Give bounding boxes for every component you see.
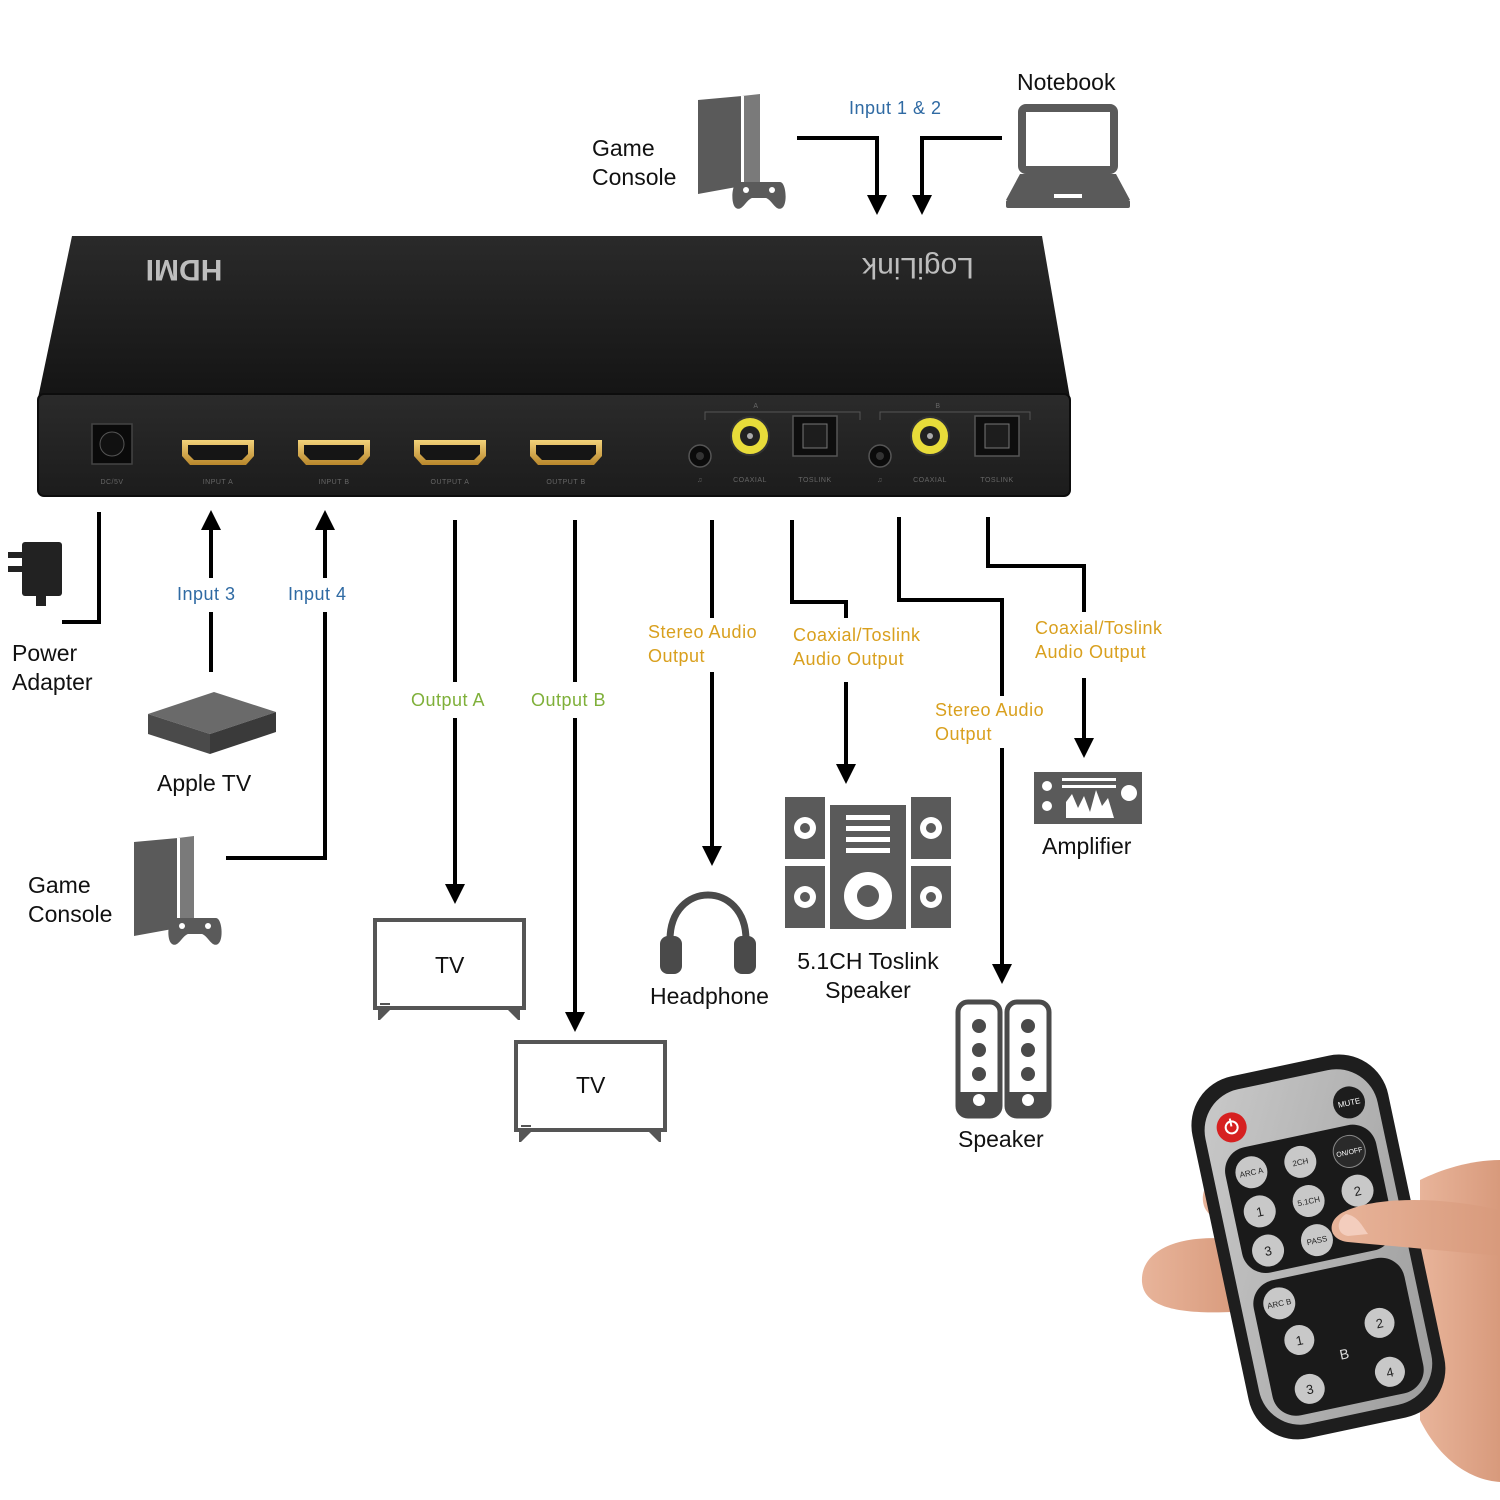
hdmi-input-b-port: INPUT B bbox=[298, 440, 370, 486]
input-a1-button[interactable] bbox=[1241, 1192, 1279, 1230]
output-a-tag: Output A bbox=[411, 690, 486, 710]
apple-tv-label: Apple TV bbox=[157, 770, 252, 796]
line-stereo-2-upper bbox=[897, 517, 1004, 696]
svg-text:♫: ♫ bbox=[697, 477, 703, 484]
device-brand-logo: LogiLink bbox=[861, 251, 974, 284]
svg-text:OUTPUT B: OUTPUT B bbox=[546, 479, 585, 486]
input-b2-button[interactable] bbox=[1362, 1305, 1398, 1341]
mute-button[interactable] bbox=[1330, 1083, 1368, 1121]
hdmi-output-b-port: OUTPUT B bbox=[530, 440, 602, 486]
svg-text:COAXIAL: COAXIAL bbox=[913, 477, 947, 484]
headphone-icon bbox=[660, 891, 756, 974]
audio-group-a: A ♫ COAXIAL TOSLINK bbox=[688, 403, 861, 484]
arc-b-button[interactable] bbox=[1260, 1284, 1298, 1322]
svg-text:2: 2 bbox=[1375, 1315, 1385, 1331]
hdmi-input-a-port: INPUT A bbox=[182, 440, 254, 486]
hdmi-switch-device: HDMI LogiLink DC/5V INPUT A INPUT B OUTP… bbox=[37, 236, 1071, 497]
speaker-icon bbox=[955, 999, 1052, 1119]
tv-a-label: TV bbox=[435, 952, 465, 978]
notebook-label: Notebook bbox=[1017, 69, 1116, 95]
svg-text:OUTPUT A: OUTPUT A bbox=[431, 479, 470, 486]
remote-control-with-hand: MUTE ARC A 2CH ON/OFF 1 5.1CH 2 3 PASS A… bbox=[1141, 1054, 1500, 1482]
tv-b-label: TV bbox=[576, 1072, 606, 1098]
svg-text:B: B bbox=[935, 403, 940, 410]
svg-text:♫: ♫ bbox=[877, 477, 883, 484]
connector-lines bbox=[62, 136, 1094, 1032]
svg-text:1: 1 bbox=[1294, 1332, 1304, 1348]
input-a2-button[interactable] bbox=[1339, 1172, 1377, 1210]
tv-icon bbox=[514, 1040, 667, 1142]
output-b-tag: Output B bbox=[531, 690, 607, 710]
svg-text:2: 2 bbox=[1353, 1183, 1363, 1199]
line-coax-1-upper bbox=[790, 520, 848, 618]
game-console-icon bbox=[134, 836, 222, 945]
power-adapter-icon bbox=[8, 542, 62, 606]
svg-text:PASS: PASS bbox=[1306, 1234, 1328, 1247]
line-power bbox=[62, 512, 101, 624]
input-a3-button[interactable] bbox=[1249, 1232, 1287, 1270]
surround-speaker-icon bbox=[785, 797, 951, 929]
amplifier-icon bbox=[1034, 772, 1142, 824]
device-hdmi-logo: HDMI bbox=[146, 253, 223, 286]
svg-text:A: A bbox=[753, 403, 758, 410]
line-game-console-top bbox=[797, 136, 887, 215]
input-1-2-tag: Input 1 & 2 bbox=[849, 98, 942, 118]
input-b1-button[interactable] bbox=[1282, 1322, 1318, 1358]
apple-tv-icon bbox=[148, 692, 276, 754]
5-1ch-button[interactable] bbox=[1290, 1182, 1328, 1220]
speaker-label: Speaker bbox=[958, 1126, 1044, 1152]
svg-text:DC/5V: DC/5V bbox=[100, 479, 123, 486]
hdmi-output-a-port: OUTPUT A bbox=[414, 440, 486, 486]
svg-text:3: 3 bbox=[1305, 1381, 1315, 1397]
tv-icon bbox=[373, 918, 526, 1020]
svg-text:TOSLINK: TOSLINK bbox=[980, 477, 1013, 484]
on-off-button[interactable] bbox=[1330, 1132, 1368, 1170]
input-4-tag: Input 4 bbox=[288, 584, 347, 604]
svg-text:2CH: 2CH bbox=[1292, 1156, 1310, 1168]
svg-text:3: 3 bbox=[1263, 1243, 1273, 1259]
svg-text:INPUT A: INPUT A bbox=[203, 479, 234, 486]
headphone-label: Headphone bbox=[650, 983, 769, 1009]
input-b3-button[interactable] bbox=[1292, 1371, 1328, 1407]
amplifier-label: Amplifier bbox=[1042, 833, 1132, 859]
dc-power-port: DC/5V bbox=[91, 423, 133, 486]
svg-text:TOSLINK: TOSLINK bbox=[798, 477, 831, 484]
audio-group-b: B ♫ COAXIAL TOSLINK bbox=[868, 403, 1031, 484]
svg-text:COAXIAL: COAXIAL bbox=[733, 477, 767, 484]
svg-text:1: 1 bbox=[1255, 1204, 1265, 1220]
2ch-button[interactable] bbox=[1281, 1143, 1319, 1181]
line-input-4-lower bbox=[226, 612, 327, 860]
input-3-tag: Input 3 bbox=[177, 584, 236, 604]
svg-text:INPUT B: INPUT B bbox=[319, 479, 350, 486]
game-console-icon bbox=[698, 94, 786, 209]
svg-text:4: 4 bbox=[1385, 1364, 1395, 1380]
pass-button[interactable] bbox=[1298, 1221, 1336, 1259]
input-b4-button[interactable] bbox=[1372, 1354, 1408, 1390]
line-coax-2-upper bbox=[986, 517, 1086, 612]
notebook-icon bbox=[1006, 104, 1130, 208]
line-notebook bbox=[912, 136, 1002, 215]
arc-a-button[interactable] bbox=[1232, 1153, 1270, 1191]
remote-b-label: B bbox=[1338, 1345, 1350, 1363]
